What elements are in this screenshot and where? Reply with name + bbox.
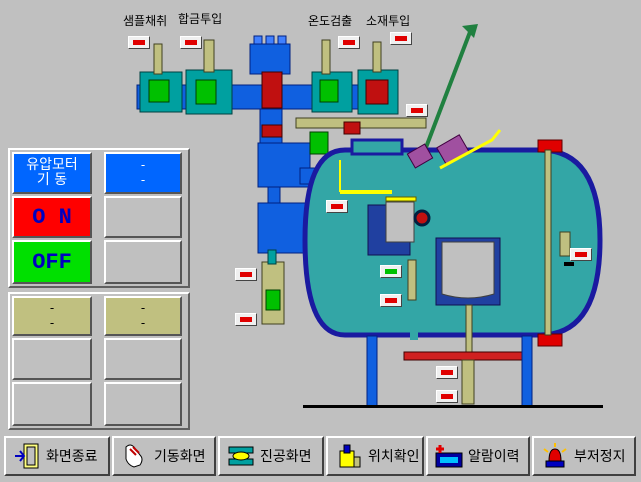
alarm-history-icon (435, 445, 463, 468)
alloy-label: 합금투입 (178, 12, 223, 26)
alarm-history-button[interactable]: 알람이력 (426, 436, 530, 476)
vessel-indicator-3 (380, 294, 402, 307)
status-line1: - (140, 158, 146, 172)
buzzer-icon (543, 443, 567, 468)
empty-cell-6 (104, 382, 182, 426)
buzzer-label: 부저정지 (574, 449, 626, 465)
exit-door-icon (15, 443, 39, 469)
process-diagram (136, 24, 603, 408)
valve-indicator-1 (235, 268, 257, 281)
exit-label: 화면종료 (46, 449, 98, 465)
alloy-indicator (180, 36, 202, 49)
on-label: O N (32, 204, 72, 230)
hydraulic-motor-start-button[interactable]: 유압모터 기 동 (12, 152, 92, 194)
lance-indicator (406, 104, 428, 117)
vacuum-screen-button[interactable]: 진공화면 (218, 436, 324, 476)
material-indicator (390, 32, 412, 45)
right-indicator (570, 248, 592, 261)
control-panel-bottom (8, 292, 190, 430)
off-button[interactable]: OFF (12, 240, 92, 284)
cell-b-line2: - (140, 316, 146, 330)
empty-cell-4 (104, 338, 182, 380)
sample-label: 샘플채취 (123, 14, 168, 28)
material-label: 소재투입 (366, 14, 411, 28)
crucible-mold (441, 241, 495, 299)
off-label: OFF (32, 249, 72, 275)
vessel-indicator-1 (326, 200, 348, 213)
pump-status-display: - - (104, 152, 182, 194)
temp-label: 온도검출 (308, 14, 353, 28)
cell-b-line1: - (140, 301, 146, 315)
status-cell-b[interactable]: - - (104, 296, 182, 336)
empty-cell-3 (12, 338, 92, 380)
pump-label-line2: 기 동 (36, 172, 68, 188)
position-check-button[interactable]: 위치확인 (326, 436, 424, 476)
temp-indicator (338, 36, 360, 49)
bottom-indicator-1 (436, 366, 458, 379)
alarm-label: 알람이력 (468, 449, 520, 465)
empty-cell-5 (12, 382, 92, 426)
vessel-indicator-2 (380, 265, 402, 278)
cell-a-line1: - (49, 301, 55, 315)
start-screen-button[interactable]: 기동화면 (112, 436, 216, 476)
sample-indicator (128, 36, 150, 49)
bottom-indicator-2 (436, 390, 458, 403)
buzzer-stop-button[interactable]: 부저정지 (532, 436, 636, 476)
empty-cell-1 (104, 196, 182, 238)
exit-screen-button[interactable]: 화면종료 (4, 436, 110, 476)
alloy-valve (185, 69, 233, 115)
valve-indicator-2 (235, 313, 257, 326)
empty-cell-2 (104, 240, 182, 284)
center-red-valve (261, 71, 283, 109)
hand-start-icon (125, 444, 143, 468)
position-label: 위치확인 (368, 449, 420, 465)
pump-label-line1: 유압모터 (26, 157, 78, 173)
on-button[interactable]: O N (12, 196, 92, 238)
cell-a-line2: - (49, 316, 55, 330)
position-icon (339, 444, 361, 468)
vacuum-icon (228, 446, 254, 466)
control-panel-top (8, 148, 190, 288)
vacuum-label: 진공화면 (260, 449, 312, 465)
status-cell-a[interactable]: - - (12, 296, 92, 336)
vacuum-valve-lower (257, 202, 311, 254)
status-line2: - (140, 173, 146, 187)
start-label: 기동화면 (154, 449, 206, 465)
